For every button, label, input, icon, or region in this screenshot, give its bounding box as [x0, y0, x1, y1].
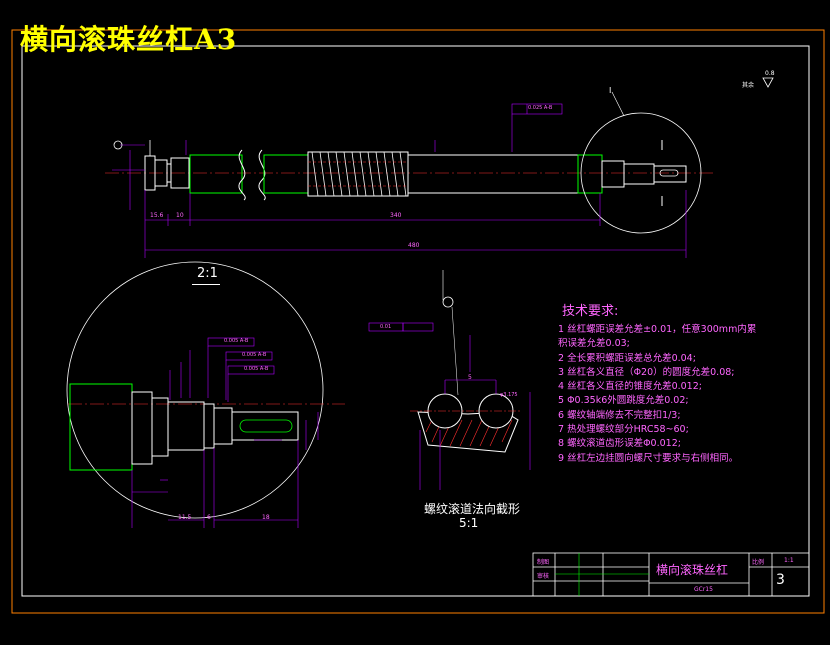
overall-length-dimension: 480	[408, 242, 420, 249]
surface-finish-value: 0.8	[765, 70, 775, 77]
requirement-item: 积误差允差0.03;	[558, 338, 630, 350]
detail-view	[66, 261, 345, 528]
title-block-checker-label: 审核	[537, 573, 550, 580]
left-dimension-15: 15.6	[150, 212, 164, 219]
requirement-item: 2 全长累积螺距误差总允差0.04;	[558, 352, 696, 364]
requirements-list: 1 丝杠螺距误差允差±0.01，任意300mm内累 积误差允差0.03; 2 全…	[558, 323, 808, 466]
outer-border	[11, 29, 825, 614]
detail-scale-underline	[192, 284, 220, 285]
title-block-frame	[532, 552, 810, 597]
inner-border	[21, 45, 810, 597]
thread-length-dimension: 340	[390, 212, 402, 219]
requirement-item: 8 螺纹滚道齿形误差Φ0.012;	[558, 438, 681, 450]
main-shaft-view	[105, 77, 774, 258]
detail-length-2: 6	[207, 514, 211, 521]
title-block-sheet-number: 3	[776, 572, 785, 588]
surface-finish-rest: 其余	[742, 82, 755, 89]
page-title: 横向滚珠丝杠A3	[20, 23, 238, 56]
requirement-item: 6 螺纹轴端修去不完整扣1/3;	[558, 409, 681, 421]
requirement-item: 4 丝杠各义直径的锥度允差0.012;	[558, 381, 702, 393]
technical-requirements: 技术要求: 1 丝杠螺距误差允差±0.01，任意300mm内累 积误差允差0.0…	[558, 304, 808, 466]
title-block-designer-label: 制图	[537, 559, 550, 566]
detail-runout-1: 0.005 A-B	[224, 338, 249, 344]
section-ball-value: φ3.175	[500, 392, 518, 398]
detail-length-1: 11.5	[178, 514, 192, 521]
section-pitch-value: 5	[468, 374, 472, 381]
title-block-scale-label: 比例	[752, 559, 765, 566]
runout-main-value: 0.025 A-B	[528, 105, 553, 111]
title-block-part-name: 横向滚珠丝杠	[656, 563, 729, 577]
requirement-item: 7 热处理螺纹部分HRC58~60;	[558, 424, 689, 436]
title-block-scale: 1:1	[784, 557, 794, 564]
requirement-item: 5 Φ0.35k6外圆跳度允差0.02;	[558, 395, 689, 407]
runout-left-value: 0.01	[380, 324, 392, 330]
section-scale-label: 5:1	[459, 516, 479, 530]
detail-runout-2: 0.005 A-B	[242, 352, 267, 358]
left-dimension-10: 10	[176, 212, 184, 219]
requirement-item: 1 丝杠螺距误差允差±0.01，任意300mm内累	[558, 324, 757, 335]
detail-runout-3: 0.005 A-B	[244, 366, 269, 372]
section-view	[368, 270, 531, 490]
section-title: 螺纹滚道法向截形	[424, 502, 521, 516]
detail-length-3: 18	[262, 514, 270, 521]
requirements-heading: 技术要求:	[562, 304, 619, 319]
title-block-material: GCr15	[694, 586, 713, 593]
requirement-item: 9 丝杠左边挂圆向螺尺寸要求与右侧相同。	[558, 452, 739, 464]
detail-scale-label: 2:1	[197, 266, 218, 281]
surface-finish-icon	[762, 77, 774, 88]
callout-label: I	[609, 86, 612, 95]
requirement-item: 3 丝杠各义直径（Φ20）的圆度允差0.08;	[558, 366, 735, 378]
